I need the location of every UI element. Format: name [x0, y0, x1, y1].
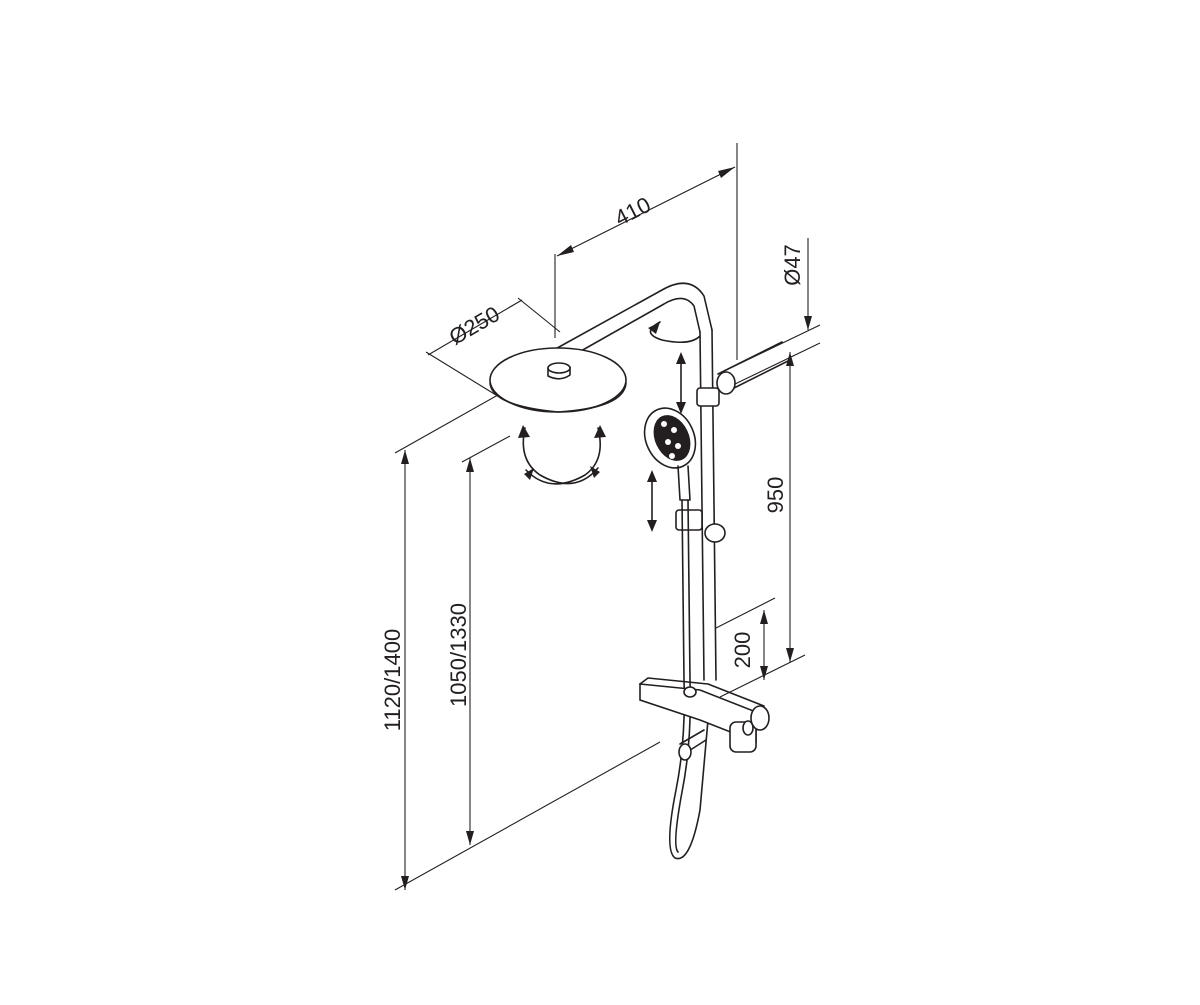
dim-pipe-diameter: Ø47: [719, 238, 821, 385]
dim-label-mixer-offset: 200: [730, 632, 755, 669]
dim-label-head-diameter: Ø250: [445, 301, 504, 350]
dim-label-overall-height: 1120/1400: [380, 629, 405, 731]
wall-bracket: [696, 341, 791, 407]
dim-head-height: 1050/1330: [446, 435, 511, 845]
thermostatic-mixer: [639, 677, 770, 761]
dim-arm-reach: 410: [554, 143, 738, 360]
dim-label-pipe-diameter: Ø47: [780, 244, 805, 286]
swivel-arrows-icon: [518, 425, 606, 485]
slider-holder: [675, 509, 726, 543]
dim-label-head-height: 1050/1330: [446, 603, 471, 707]
dim-overall-height: 1120/1400: [380, 359, 661, 891]
riser-pipe: [699, 329, 717, 681]
rotate-arrow-icon: [648, 321, 701, 344]
hand-shower: [643, 407, 697, 501]
dim-label-bar-length: 950: [763, 477, 788, 514]
dim-bar-length: 950: [719, 352, 806, 698]
dim-mixer-offset: 200: [715, 597, 776, 680]
slide-arrow-icon: [647, 352, 686, 532]
rain-shower-head: [489, 347, 627, 413]
dim-label-arm-reach: 410: [611, 192, 655, 231]
